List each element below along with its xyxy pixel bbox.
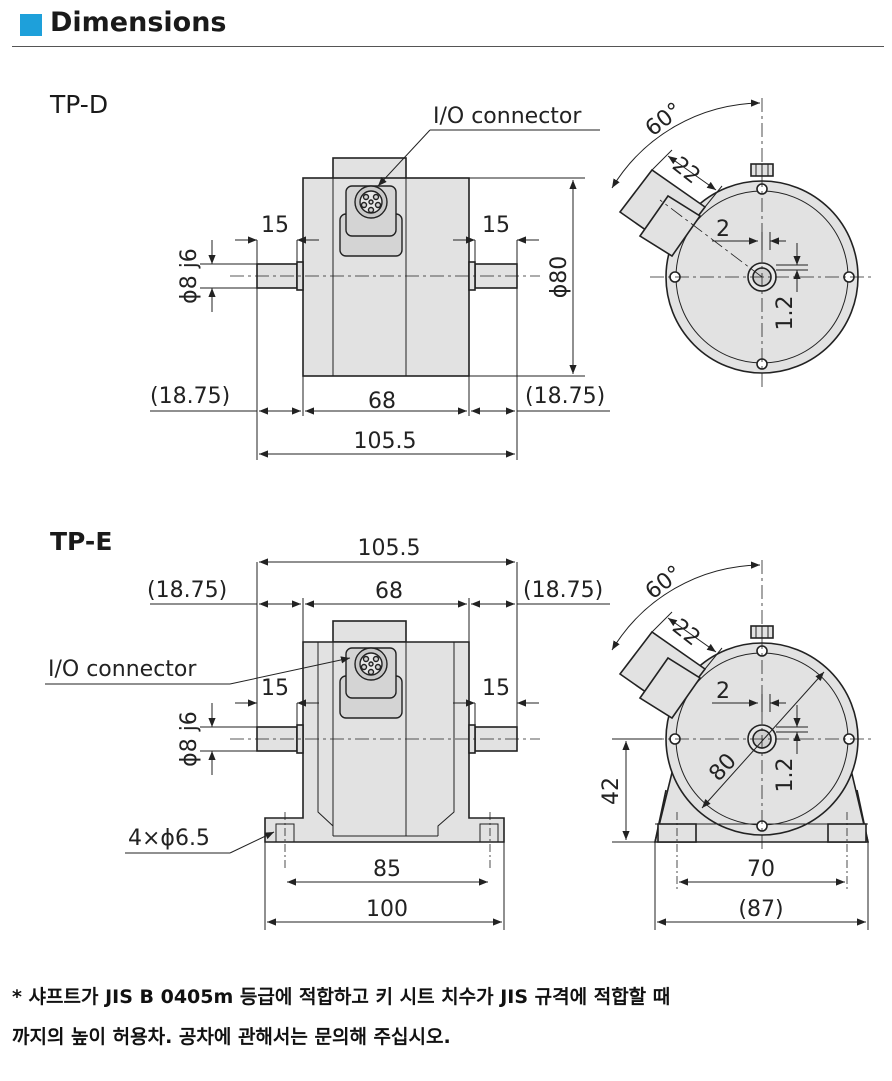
tpe-dim-phi8j6: ϕ8 j6 (177, 711, 202, 767)
tpd-io-connector-label: I/O connector (433, 104, 582, 129)
tpe-dim-15-right: 15 (482, 676, 510, 701)
tpe-io-connector-label: I/O connector (48, 657, 197, 682)
tpe-dim-60deg: 60° (641, 561, 687, 605)
tpd-io-connector-icon (339, 185, 403, 257)
tpd-top-box (332, 157, 407, 180)
tpd-dim-15-left: 15 (261, 213, 289, 238)
tpd-dim-15-right: 15 (482, 213, 510, 238)
tpd-dim-18-75-right: (18.75) (525, 384, 605, 409)
section-header: Dimensions (12, 4, 884, 47)
tpd-dim-68: 68 (368, 389, 396, 414)
tpd-side-view (618, 98, 875, 390)
tpe-io-connector-icon (339, 647, 403, 719)
tpd-dim-18-75-left: (18.75) (150, 384, 230, 409)
tpd-dim-phi80: ϕ80 (547, 256, 572, 299)
model-label-tpe: TP-E (50, 527, 113, 556)
tpe-dim-68: 68 (375, 579, 403, 604)
tpe-dim-105-5: 105.5 (358, 536, 421, 561)
tpe-dim-85: 85 (373, 857, 401, 882)
footnote-line-2: 까지의 높이 허용차. 공차에 관해서는 문의해 주십시오. (12, 1026, 451, 1048)
tpe-dim-87: (87) (738, 897, 783, 922)
tpe-side-dimension-lines (611, 561, 869, 930)
model-label-tpd: TP-D (50, 90, 109, 119)
header-square-icon (20, 14, 42, 36)
tpe-dim-1-2: 1.2 (773, 758, 798, 793)
tpe-dim-70: 70 (747, 857, 775, 882)
tpe-dim-18-75-right: (18.75) (523, 578, 603, 603)
tpe-dim-2: 2 (716, 679, 730, 704)
tpe-dim-100: 100 (366, 897, 408, 922)
tpd-dim-1-2: 1.2 (773, 296, 798, 331)
tpe-front-view (230, 620, 540, 870)
tpd-dimension-lines (150, 129, 610, 460)
tpe-dim-42: 42 (599, 777, 624, 805)
page-title: Dimensions (50, 7, 227, 38)
tpe-dim-18-75-left: (18.75) (147, 578, 227, 603)
tpe-side-view (618, 560, 875, 890)
tpe-dim-4phi6-5: 4×ϕ6.5 (128, 826, 210, 851)
tpd-dim-phi8j6: ϕ8 j6 (177, 248, 202, 304)
tpd-dim-60deg: 60° (641, 98, 687, 142)
tpd-side-dimension-lines (611, 99, 808, 292)
tpe-dimension-lines (45, 558, 610, 930)
tpd-front-view (230, 157, 540, 377)
tpd-dim-105-5: 105.5 (354, 429, 417, 454)
tpd-dim-2: 2 (716, 217, 730, 242)
tpe-top-box (332, 620, 407, 643)
tpe-dim-15-left: 15 (261, 676, 289, 701)
footnote-line-1: * 샤프트가 JIS B 0405m 등급에 적합하고 키 시트 치수가 JIS… (12, 986, 671, 1008)
